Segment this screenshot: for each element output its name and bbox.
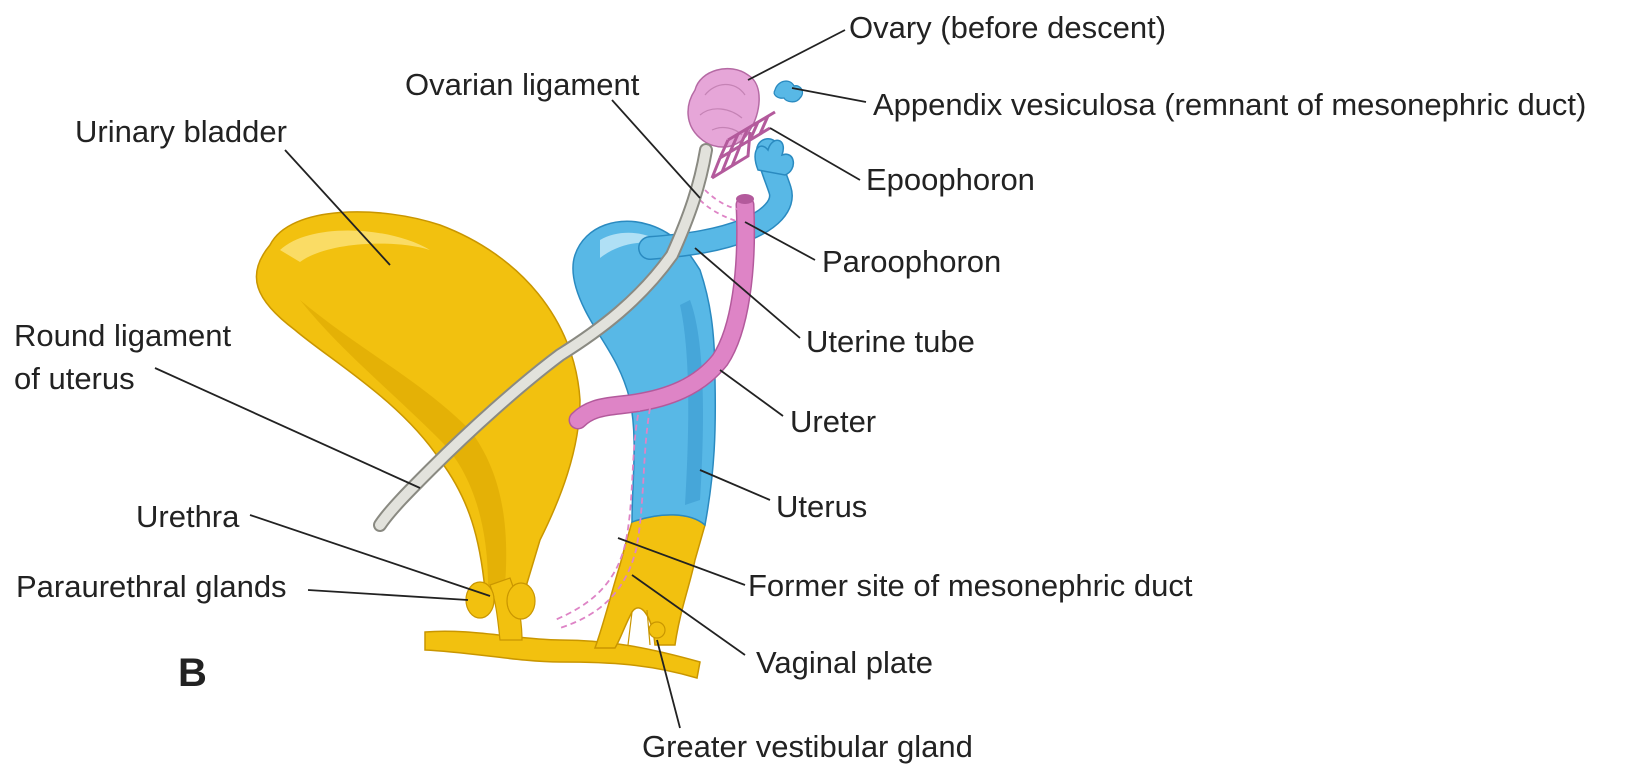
label-uterine-tube: Uterine tube bbox=[806, 324, 975, 359]
label-ureter: Ureter bbox=[790, 404, 876, 439]
label-urinary-bladder: Urinary bladder bbox=[75, 114, 287, 149]
label-uterus: Uterus bbox=[776, 489, 867, 524]
appendix-vesiculosa-shape bbox=[774, 81, 802, 102]
label-round-ligament-line1: Round ligament bbox=[14, 318, 232, 353]
paraurethral-gland-left bbox=[466, 582, 494, 618]
label-vaginal-plate: Vaginal plate bbox=[756, 645, 933, 680]
label-round-ligament-line2: of uterus bbox=[14, 361, 135, 396]
label-epoophoron: Epoophoron bbox=[866, 162, 1035, 197]
label-greater-vestibular-gland: Greater vestibular gland bbox=[642, 729, 973, 764]
label-paraurethral-glands: Paraurethral glands bbox=[16, 569, 287, 604]
label-ovary: Ovary (before descent) bbox=[849, 10, 1166, 45]
vaginal-plate-shape bbox=[595, 515, 705, 648]
label-urethra: Urethra bbox=[136, 499, 240, 534]
label-ovarian-ligament: Ovarian ligament bbox=[405, 67, 640, 102]
greater-vestibular-gland-shape bbox=[649, 622, 665, 638]
label-appendix-vesiculosa: Appendix vesiculosa (remnant of mesoneph… bbox=[873, 87, 1586, 122]
label-paroophoron: Paroophoron bbox=[822, 244, 1001, 279]
label-former-site: Former site of mesonephric duct bbox=[748, 568, 1193, 603]
panel-letter: B bbox=[178, 651, 207, 695]
paraurethral-gland-right bbox=[507, 583, 535, 619]
